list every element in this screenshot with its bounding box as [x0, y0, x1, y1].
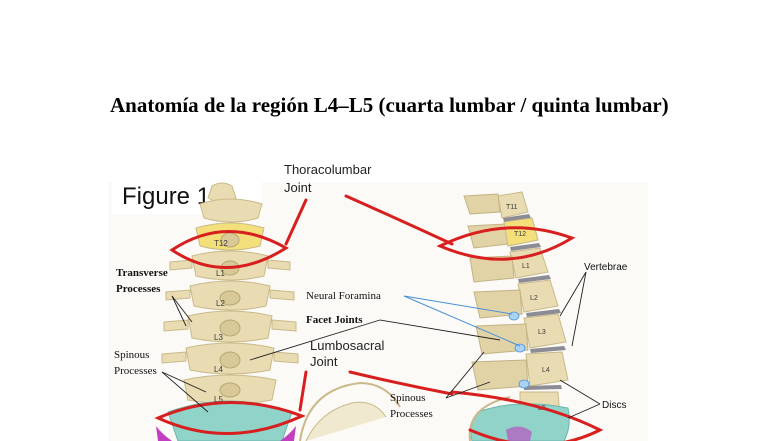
lens-thoracolumbar-posterior [169, 230, 289, 269]
tag-l3-posterior: L3 [214, 333, 223, 342]
tag-l2-posterior: L2 [216, 299, 225, 308]
tag-t11-lateral: T11 [506, 204, 518, 211]
label-discs: Discs [602, 400, 626, 411]
label-vertebrae: Vertebrae [584, 262, 628, 273]
label-lumbosacral-line2: Joint [310, 354, 338, 369]
tag-l2-lateral: L2 [530, 295, 538, 302]
tag-l1-lateral: L1 [522, 263, 530, 270]
tag-l4-lateral: L4 [542, 367, 550, 374]
tag-l3-lateral: L3 [538, 329, 546, 336]
label-spinous-right-line1: Spinous [390, 392, 425, 404]
tag-l4-posterior: L4 [214, 365, 223, 374]
pointer-lumbosacral-right [348, 370, 454, 396]
pointer-thoracolumbar-right [344, 194, 454, 246]
lens-lumbosacral-posterior [154, 401, 306, 435]
label-transverse-line2: Processes [116, 283, 161, 295]
label-facet-joints: Facet Joints [306, 314, 363, 326]
red-markings [154, 194, 604, 441]
page-title: Anatomía de la región L4–L5 (cuarta lumb… [110, 93, 669, 117]
label-spinous-right-line2: Processes [390, 408, 433, 420]
lens-lumbosacral-lateral [450, 390, 604, 441]
lens-thoracolumbar-lateral [436, 226, 576, 261]
tag-t12-lateral: T12 [514, 231, 526, 238]
label-neural-foramina: Neural Foramina [306, 290, 381, 302]
figure-panel [108, 182, 648, 441]
label-spinous-left-line1: Spinous [114, 349, 149, 361]
tag-l5-posterior: L5 [214, 395, 223, 404]
tag-t12-posterior: T12 [214, 239, 228, 248]
tag-l1-posterior: L1 [216, 269, 225, 278]
lateral-spine [463, 191, 570, 441]
pointer-lumbosacral-left [298, 370, 308, 412]
label-spinous-left-line2: Processes [114, 365, 157, 377]
label-thoracolumbar-line2: Joint [284, 180, 312, 195]
label-lumbosacral-line1: Lumbosacral [310, 338, 385, 353]
label-transverse-line1: Transverse [116, 267, 168, 279]
pointer-thoracolumbar-left [284, 198, 308, 246]
label-thoracolumbar-line1: Thoracolumbar [284, 162, 372, 177]
